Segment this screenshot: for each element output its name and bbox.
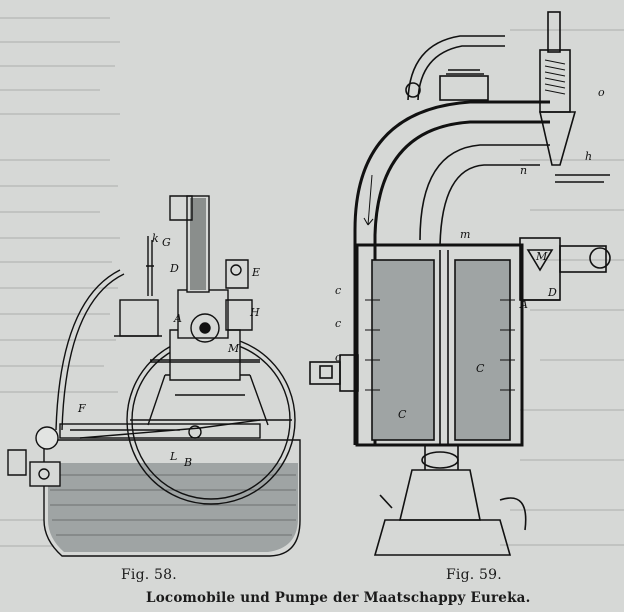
- figure-59-caption: Fig. 59.: [446, 567, 502, 583]
- svg-text:k: k: [152, 232, 159, 245]
- svg-text:A: A: [173, 312, 182, 325]
- svg-text:M: M: [535, 250, 548, 263]
- svg-text:D: D: [169, 262, 179, 275]
- svg-text:G: G: [162, 236, 171, 249]
- svg-text:m: m: [460, 228, 470, 241]
- svg-text:n: n: [520, 164, 527, 177]
- svg-text:c: c: [335, 351, 341, 364]
- svg-text:h: h: [585, 150, 592, 163]
- main-caption: Locomobile und Pumpe der Maatschappy Eur…: [146, 590, 531, 606]
- svg-text:C: C: [476, 362, 485, 375]
- svg-text:L: L: [169, 450, 177, 463]
- svg-text:E: E: [251, 266, 260, 279]
- svg-text:c: c: [335, 284, 341, 297]
- figure-58-caption: Fig. 58.: [121, 567, 177, 583]
- svg-text:o: o: [598, 86, 605, 99]
- svg-text:B: B: [183, 456, 192, 469]
- svg-text:c: c: [335, 317, 341, 330]
- svg-text:D: D: [547, 286, 557, 299]
- svg-text:M: M: [227, 342, 240, 355]
- svg-text:F: F: [77, 402, 86, 415]
- figure-59-part-labels: m n h o M D c c c C C A: [335, 86, 605, 421]
- svg-text:A: A: [519, 298, 528, 311]
- svg-text:H: H: [249, 306, 260, 319]
- svg-text:C: C: [398, 408, 407, 421]
- figure-58-part-labels: k G D E H M F L B A: [77, 232, 260, 469]
